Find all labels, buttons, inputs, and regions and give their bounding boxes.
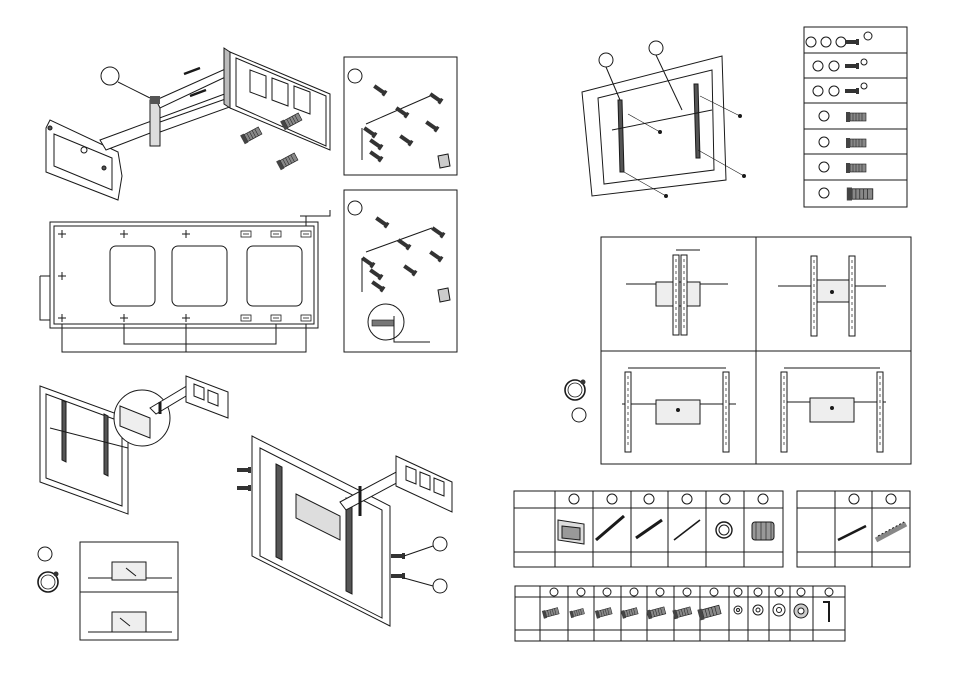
screw-set-b: [344, 190, 457, 352]
parts-table: [514, 491, 783, 567]
level-check-inset: [38, 542, 178, 640]
wall-anchor-table: [797, 491, 910, 567]
wall-plate-hole-layout: [40, 210, 330, 352]
callout-circle: [101, 67, 119, 85]
mounted-tv-view: [237, 436, 452, 626]
tv-rear-brackets: [582, 41, 746, 198]
screw-set-a: [344, 57, 457, 175]
bracket-positions-grid: [601, 237, 911, 464]
hardware-legend: [804, 27, 907, 207]
bubble-level: [565, 380, 586, 423]
tv-attach-view: [40, 376, 228, 514]
arm-mount-isometric: [46, 48, 330, 200]
fastener-table: [515, 586, 845, 641]
